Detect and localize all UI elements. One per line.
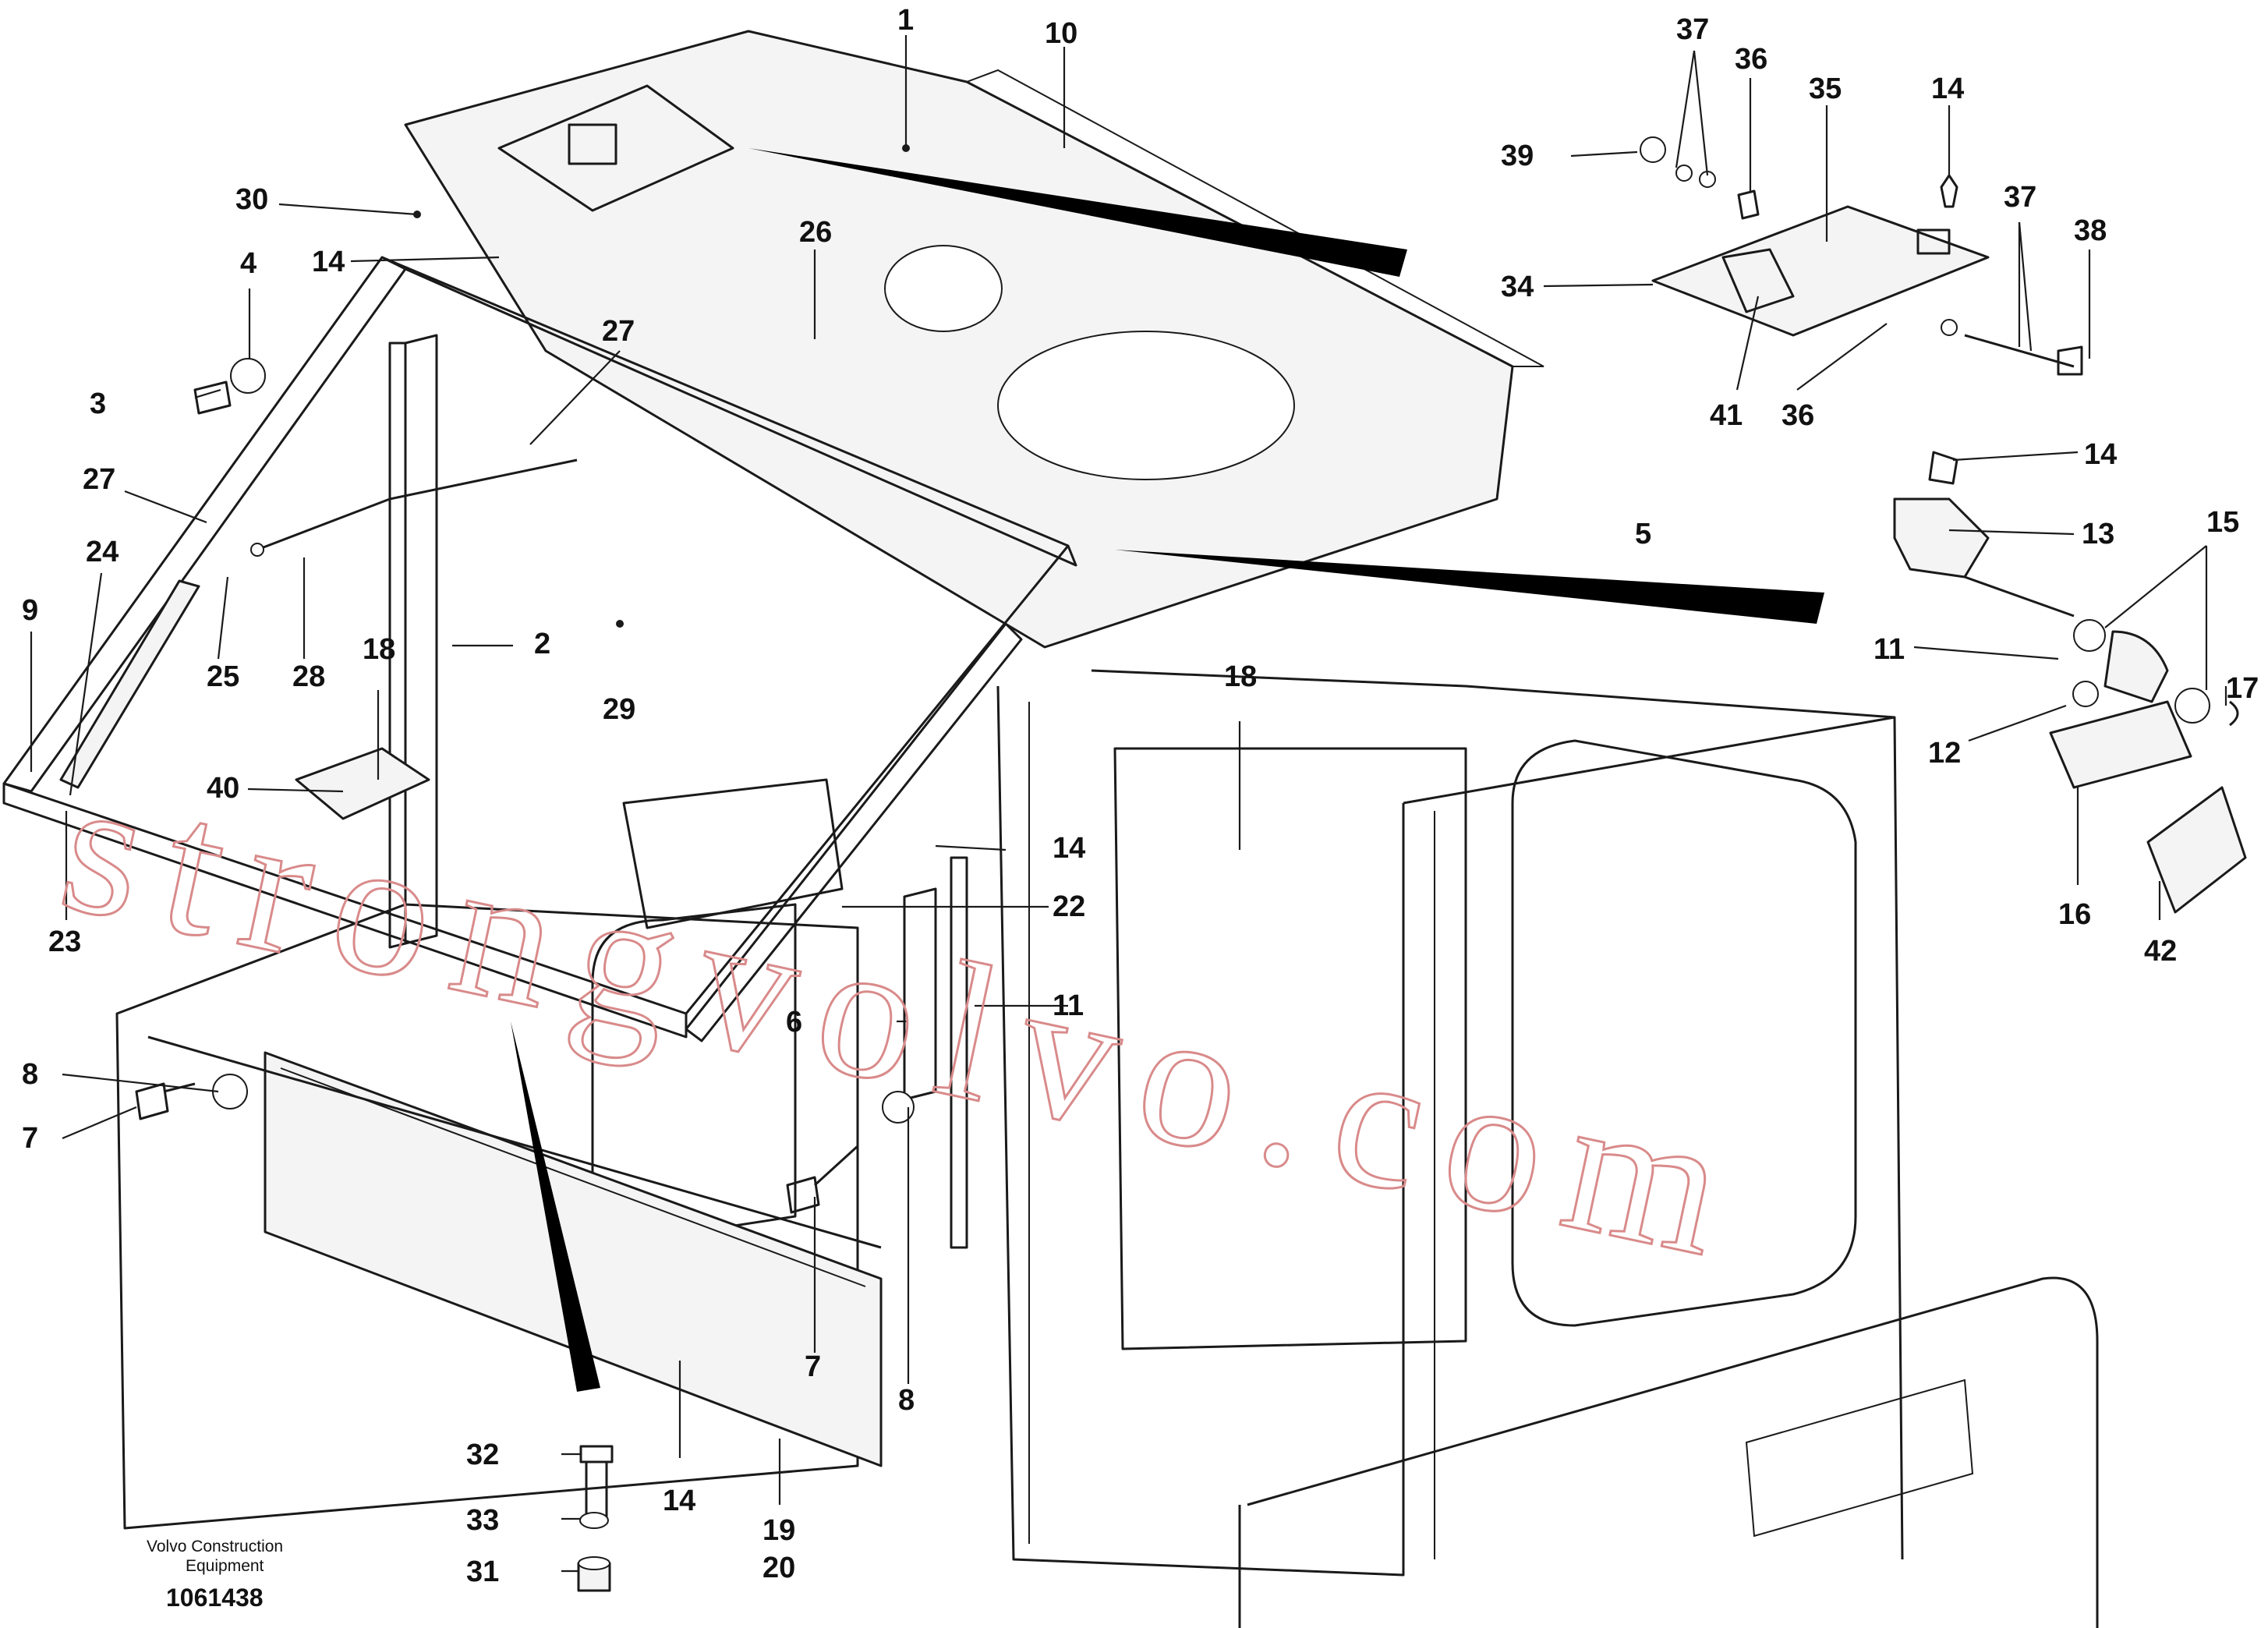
pointer-wedge-down	[511, 1021, 600, 1392]
callout-16: 16	[2058, 898, 2091, 931]
callout-22: 22	[1053, 890, 1085, 923]
callout-20: 20	[762, 1552, 795, 1584]
callout-6: 6	[786, 1006, 802, 1039]
latch-assembly-detail	[1640, 136, 2083, 376]
callout-27-left: 27	[83, 463, 115, 496]
washer-33	[579, 1512, 609, 1529]
rear-frame	[996, 669, 1904, 1577]
pointer-wedge-top	[748, 148, 1407, 277]
callout-36-top: 36	[1735, 43, 1767, 76]
bolt-7-left	[135, 1074, 248, 1120]
callout-4: 4	[240, 247, 257, 280]
callout-30: 30	[235, 183, 268, 216]
callout-38: 38	[2074, 214, 2107, 247]
callout-36-right: 36	[1781, 399, 1814, 432]
nut-31	[577, 1556, 611, 1592]
bolt-3	[193, 358, 266, 415]
callout-14-hinge: 14	[2084, 438, 2117, 471]
roof-latch	[497, 84, 734, 212]
callout-32: 32	[466, 1439, 499, 1471]
callout-5: 5	[1635, 518, 1651, 550]
callout-13: 13	[2082, 518, 2114, 550]
callout-27-upper: 27	[602, 315, 635, 348]
callout-24: 24	[86, 536, 119, 568]
callout-28: 28	[292, 660, 325, 693]
callout-7-right: 7	[805, 1350, 821, 1383]
handle-bar	[903, 856, 968, 1249]
drawing-number: 1061438	[166, 1584, 264, 1612]
callout-23: 23	[48, 925, 81, 958]
rear-cover	[147, 1035, 883, 1467]
callout-12: 12	[1928, 737, 1961, 770]
drawing-caption: Volvo Construction Equipment 1061438	[147, 1538, 283, 1612]
roof-panel	[404, 30, 1544, 649]
side-post	[388, 334, 438, 949]
callout-41: 41	[1710, 399, 1743, 432]
callout-11-hinge: 11	[1873, 633, 1905, 666]
callout-numbers: 1 10 37 36 35 14 39 30 26 37 38 4 14 34 …	[22, 4, 2259, 1588]
front-window-frame	[2, 256, 1077, 1042]
callout-39: 39	[1501, 140, 1534, 172]
bolt-7-right	[786, 1091, 915, 1214]
callout-1: 1	[897, 4, 914, 37]
callout-15: 15	[2206, 506, 2239, 539]
callout-8-right: 8	[898, 1384, 915, 1417]
wiper-bar	[59, 579, 200, 789]
callout-11-middle: 11	[1053, 989, 1084, 1022]
manufacturer-line-1: Volvo Construction	[147, 1538, 283, 1555]
callout-18-left: 18	[363, 633, 395, 666]
callout-10: 10	[1045, 17, 1077, 50]
leader-lines	[30, 35, 2227, 1573]
callout-37-right: 37	[2004, 181, 2036, 214]
callout-3: 3	[90, 388, 106, 420]
callout-35: 35	[1809, 73, 1842, 105]
callout-14-top-right: 14	[1931, 73, 1964, 105]
callout-26: 26	[799, 216, 832, 249]
callout-42: 42	[2144, 935, 2177, 968]
callout-31: 31	[466, 1555, 499, 1588]
gas-strut	[250, 458, 578, 557]
base-platform	[115, 903, 2099, 1628]
pointer-wedge-right	[1115, 550, 1824, 624]
callout-19: 19	[762, 1514, 795, 1547]
bolt-32	[579, 1445, 614, 1518]
callout-37-top: 37	[1676, 13, 1709, 46]
callout-14-upper-left: 14	[312, 246, 345, 278]
callout-34: 34	[1501, 271, 1534, 303]
callout-7-left: 7	[22, 1122, 38, 1155]
callout-14-middle: 14	[1053, 832, 1085, 865]
manufacturer-line-2: Equipment	[186, 1557, 264, 1575]
callout-17: 17	[2226, 672, 2259, 705]
callout-33: 33	[466, 1504, 499, 1537]
callout-9: 9	[22, 594, 38, 627]
callout-40: 40	[207, 772, 239, 805]
callout-2: 2	[534, 628, 550, 660]
callout-29: 29	[603, 693, 635, 726]
side-latch	[295, 747, 430, 820]
callout-18-right: 18	[1224, 660, 1257, 693]
callout-14-bottom: 14	[663, 1485, 695, 1517]
hinge-detail	[1893, 451, 2247, 914]
callout-25: 25	[207, 660, 239, 693]
callout-8-left: 8	[22, 1058, 38, 1091]
